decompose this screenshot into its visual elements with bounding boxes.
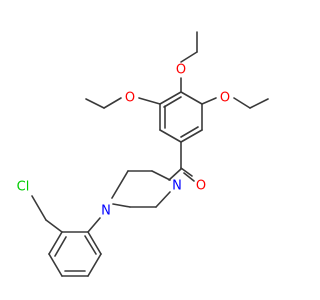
ring-bond — [180, 129, 203, 143]
carbonyl-oxygen: O — [196, 179, 206, 194]
ethoxy-oxygen-right: O — [220, 91, 230, 106]
atom-label-layer: O O O O N N Cl — [17, 63, 230, 219]
piperazine-nitrogen-amide: N — [172, 179, 182, 194]
aryl-link-bond — [87, 217, 101, 233]
amide-bond — [168, 168, 182, 181]
piperazine-bond — [151, 170, 171, 181]
ring-bond — [87, 253, 102, 277]
ring-inner-bond — [163, 96, 182, 108]
ring-bond — [48, 231, 63, 255]
piperazine-nitrogen-aryl: N — [101, 204, 111, 219]
ring-inner-bond — [54, 236, 67, 257]
ring-bond — [180, 91, 203, 105]
ring-inner-bond — [180, 126, 199, 138]
ring-bond — [48, 253, 63, 277]
ring-bond — [159, 91, 182, 105]
carbonyl-double-bond — [183, 172, 195, 182]
piperazine-bond — [155, 191, 171, 208]
ethoxy-bond — [201, 97, 217, 105]
ring-bond — [87, 231, 102, 255]
c-cl-bond — [31, 195, 47, 221]
ethoxy-bond — [103, 97, 122, 109]
ethoxy-bond — [249, 98, 269, 109]
ethoxy-bond — [85, 98, 105, 109]
ethoxy-oxygen-left: O — [125, 91, 135, 106]
bond-layer — [31, 31, 269, 277]
piperazine-bond — [112, 203, 131, 208]
ethoxy-oxygen-top: O — [176, 63, 186, 78]
ethoxy-bond — [138, 97, 161, 105]
ethoxy-bond — [180, 51, 198, 63]
molecule-structure-diagram: O O O O N N Cl — [17, 31, 269, 277]
ethoxy-bond — [233, 97, 251, 109]
carbonyl-double-bond — [180, 167, 193, 177]
c-cl-bond — [45, 219, 63, 233]
ring-bond — [159, 129, 182, 143]
chlorine-atom: Cl — [17, 180, 30, 195]
ring-inner-bond — [84, 235, 97, 255]
piperazine-bond — [111, 170, 129, 199]
